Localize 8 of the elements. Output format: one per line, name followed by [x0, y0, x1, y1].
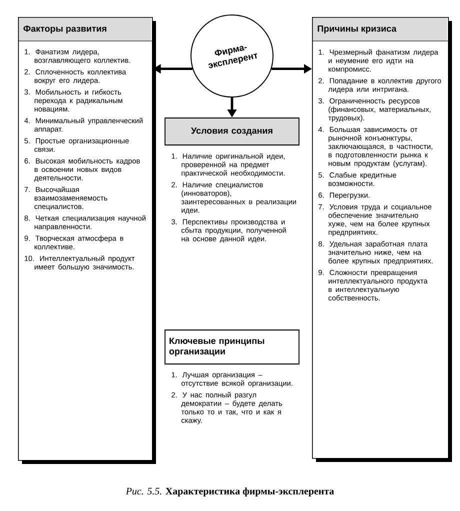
- panel: [18, 17, 156, 464]
- panel: [312, 17, 452, 462]
- caption: Рис. 5.5. Характеристика фирмы-эксплерента: [126, 487, 334, 497]
- heading-band: Причины кризиса: [312, 18, 448, 42]
- heading-band: Условия создания: [164, 118, 300, 146]
- circle-node: Фирма-эксплерент: [190, 14, 274, 98]
- heading-box: Ключевые принципы организации: [164, 330, 300, 364]
- heading-band: Факторы развития: [18, 18, 152, 42]
